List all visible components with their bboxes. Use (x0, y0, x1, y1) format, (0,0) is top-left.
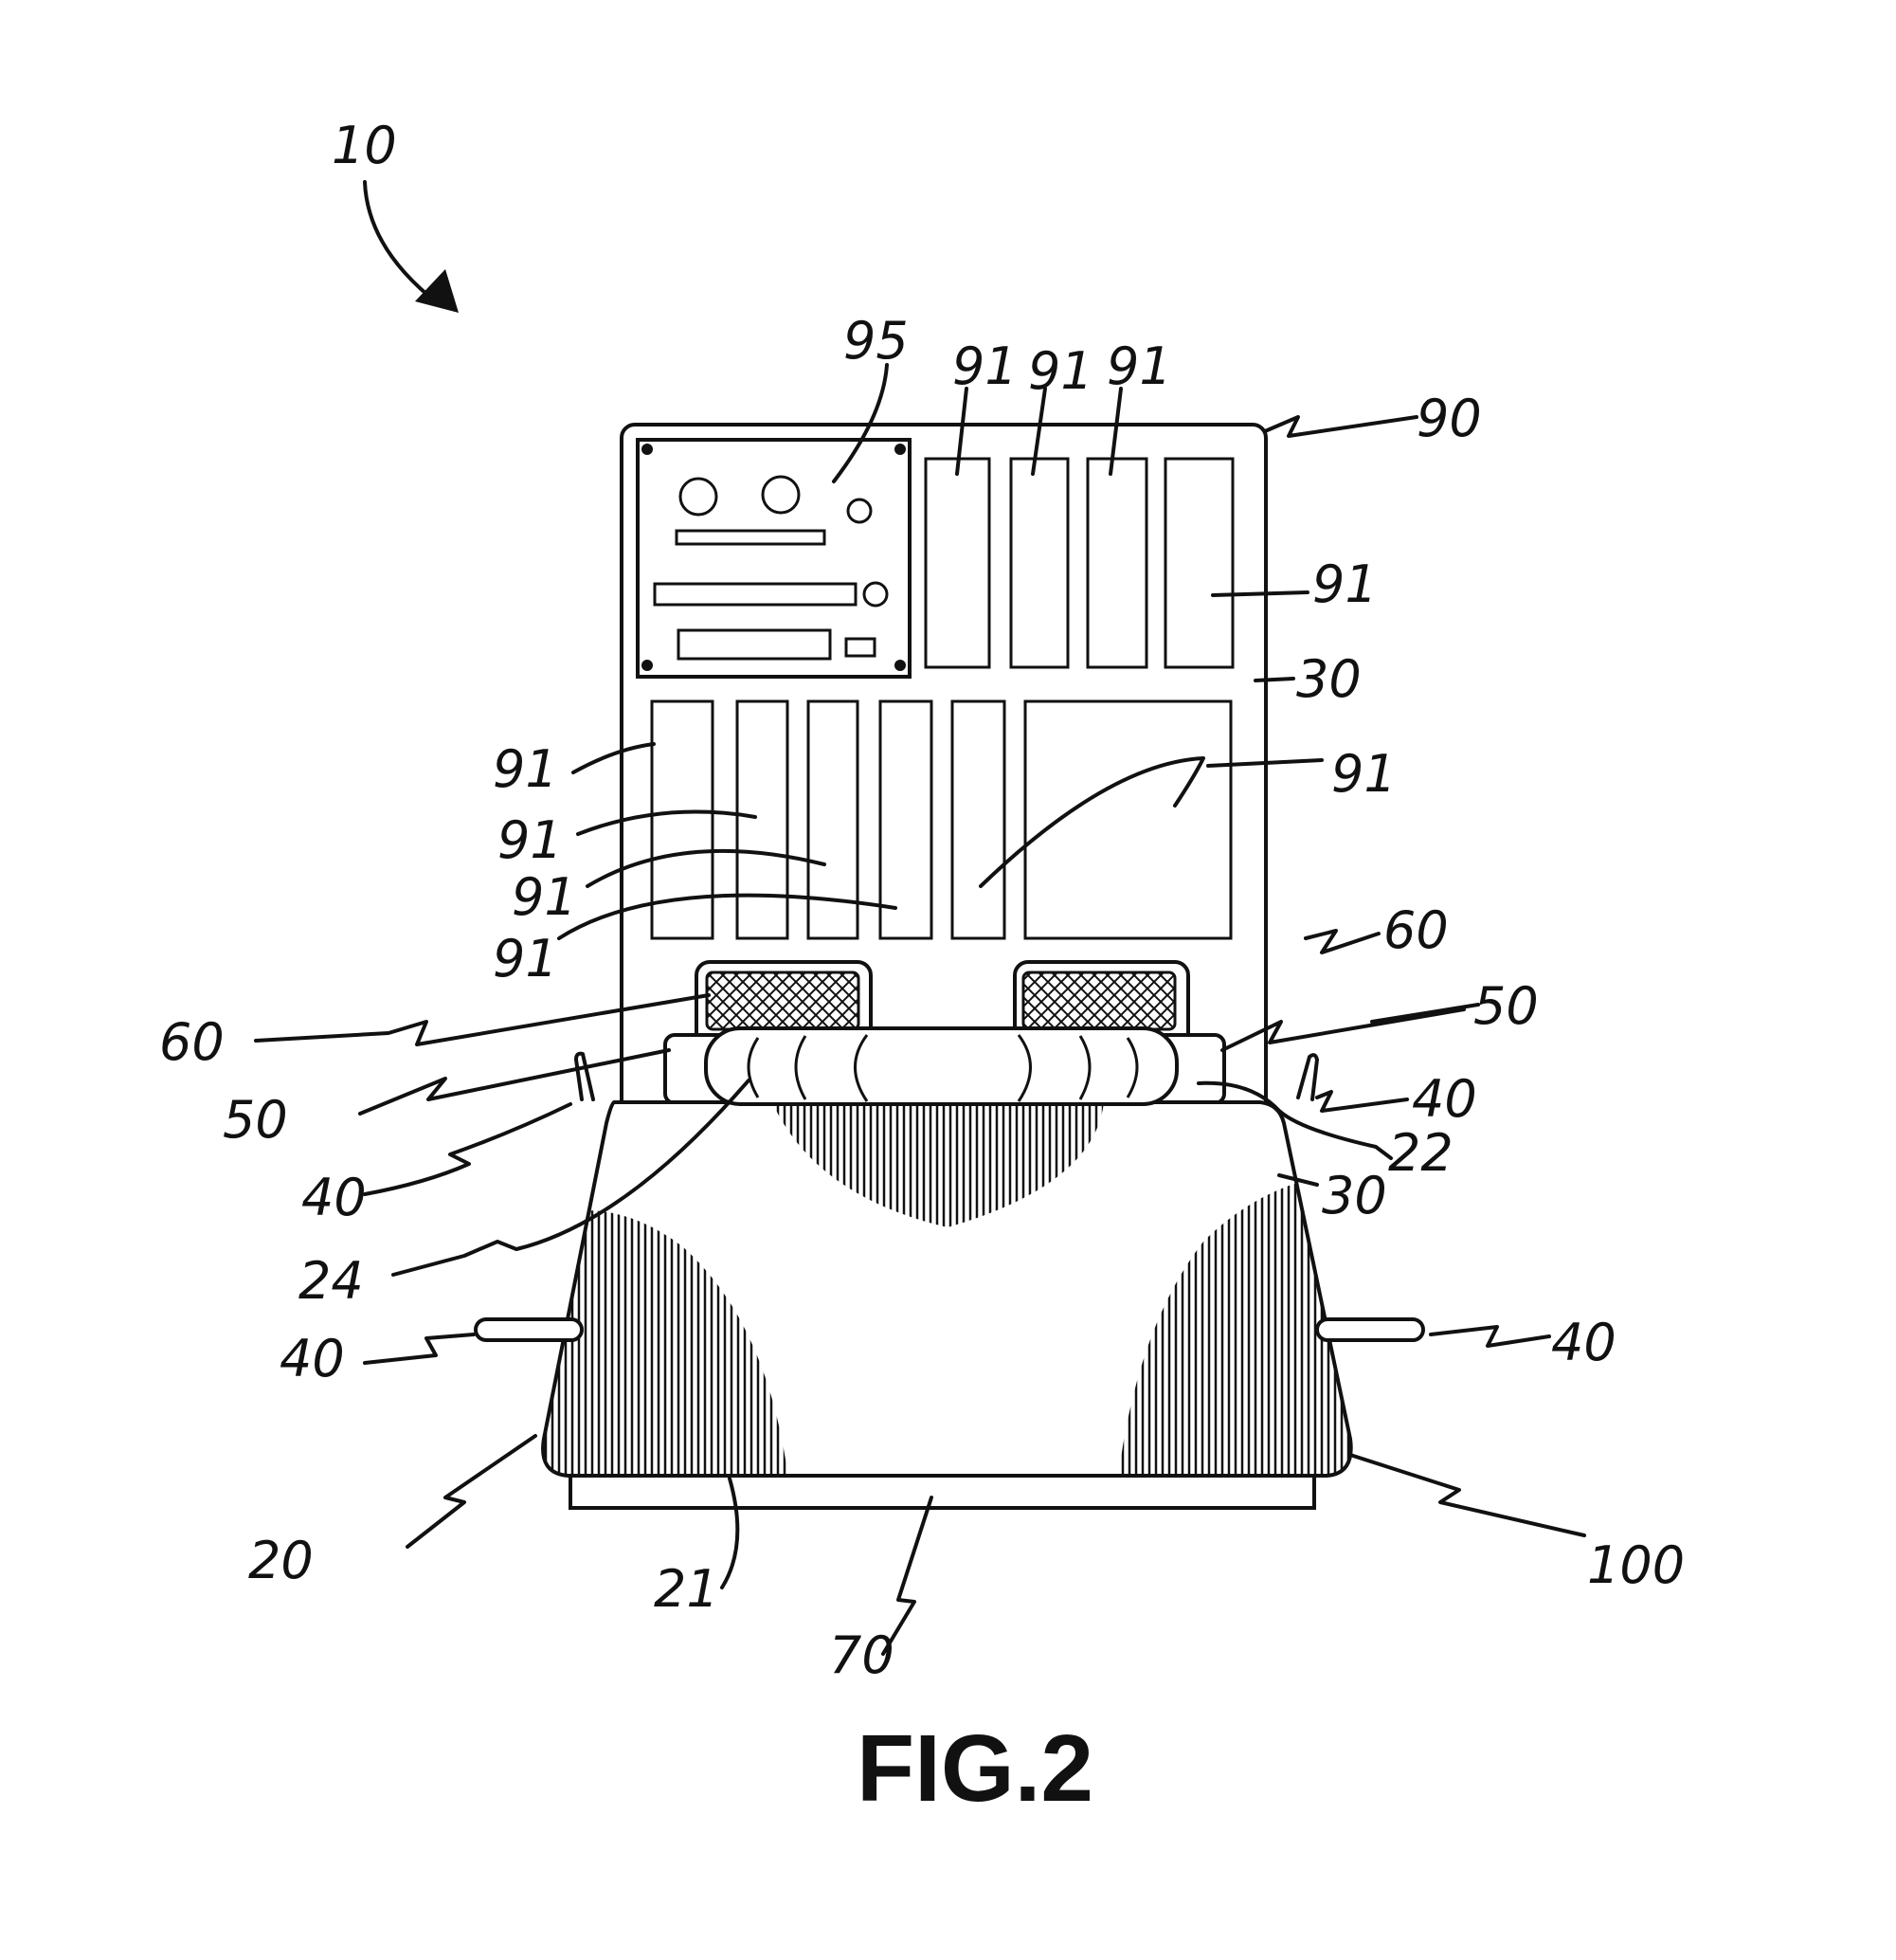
base (531, 1102, 1364, 1479)
label-21: 21 (654, 1559, 719, 1619)
handle-lower-right (1317, 1319, 1423, 1340)
label-91-left-3: 91 (512, 867, 577, 927)
label-91-left-1: 91 (493, 739, 558, 799)
label-100: 100 (1587, 1535, 1685, 1595)
label-91-top-1: 91 (952, 336, 1018, 396)
bottom-plate (570, 1476, 1314, 1508)
label-91-right-lower: 91 (1331, 744, 1397, 804)
label-40-upper-right: 40 (1412, 1069, 1477, 1129)
label-30-upper: 30 (1296, 649, 1362, 709)
label-70: 70 (829, 1625, 894, 1685)
label-90: 90 (1417, 389, 1482, 448)
label-91-top-2: 91 (1028, 341, 1093, 401)
control-panel (638, 440, 910, 677)
label-30-lower: 30 (1322, 1166, 1387, 1225)
assembly-arrow (365, 182, 438, 303)
handle-upper-right (1298, 1055, 1317, 1099)
label-95: 95 (843, 311, 909, 371)
label-22: 22 (1388, 1123, 1454, 1183)
label-40-upper-left: 40 (301, 1168, 367, 1227)
label-20: 20 (248, 1531, 314, 1590)
label-60-left: 60 (159, 1012, 225, 1072)
label-24: 24 (298, 1251, 364, 1311)
label-91-left-4: 91 (493, 929, 558, 989)
label-91-left-2: 91 (497, 810, 563, 870)
label-60-right: 60 (1383, 900, 1449, 960)
label-40-lower-right: 40 (1551, 1313, 1616, 1372)
label-50-left: 50 (223, 1090, 288, 1150)
label-91-right-upper: 91 (1312, 554, 1378, 614)
label-10: 10 (332, 116, 397, 175)
handle-lower-left (476, 1319, 582, 1340)
label-50-right: 50 (1473, 976, 1539, 1036)
cushion (706, 1028, 1177, 1104)
figure-caption: FIG.2 (857, 1715, 1093, 1822)
handle-upper-left (576, 1054, 593, 1099)
label-40-lower-left: 40 (280, 1329, 345, 1388)
label-91-top-3: 91 (1107, 336, 1172, 396)
